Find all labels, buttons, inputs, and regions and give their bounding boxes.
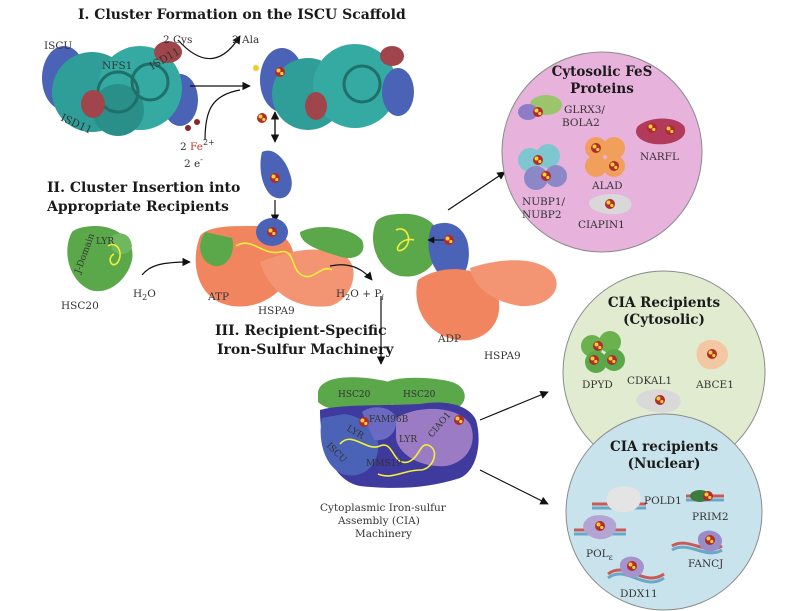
hydrolysis-arrow <box>329 264 373 281</box>
mms19-label: MMS19 <box>366 459 402 469</box>
pold1-protein <box>592 486 646 513</box>
section-machinery-heading-line1: III. Recipient-Specific <box>215 323 387 339</box>
hspa9-atp-complex <box>195 218 364 307</box>
dpyd-protein <box>581 331 625 373</box>
cia-nuclear-title-line1: CIA recipients <box>610 439 718 455</box>
cys-label: 2 Cys <box>163 34 192 46</box>
glrx3-bola2-protein <box>518 95 562 120</box>
cia-lyr-right-label: LYR <box>399 435 417 445</box>
abce1-protein <box>696 339 728 370</box>
cia-nuclear-circle <box>565 413 763 611</box>
hspa9-adp-complex <box>416 260 557 341</box>
pole-label: POLε <box>586 548 613 562</box>
pole-protein <box>574 515 626 540</box>
cytosolic-fes-title-line1: Cytosolic FeS <box>552 64 653 80</box>
abce1-label: ABCE1 <box>695 379 734 391</box>
alad-label: ALAD <box>591 180 623 192</box>
to-cia-cytosolic-arrow <box>479 390 549 421</box>
cia-nuclear-title-line2: (Nuclear) <box>628 456 701 472</box>
cia-machinery-complex <box>318 377 479 488</box>
section-machinery-heading-line2: Iron-Sulfur Machinery <box>217 342 394 358</box>
ddx11-label: DDX11 <box>620 588 658 600</box>
cys-ala-arrow <box>177 35 241 60</box>
free-iscu-with-cluster <box>260 150 292 199</box>
hsc20-chaperone <box>67 226 133 292</box>
cia-hsc20-left-label: HSC20 <box>338 390 371 400</box>
nfs1-label: NFS1 <box>102 60 132 72</box>
fe-electron-arrow <box>204 89 241 141</box>
cia-caption-line3: Machinery <box>355 528 412 540</box>
iscu-label: ISCU <box>44 40 72 52</box>
cytosolic-fes-title-line2: Proteins <box>570 81 634 97</box>
hspa9-label-middle: HSPA9 <box>258 305 295 317</box>
prim2-label: PRIM2 <box>692 511 729 523</box>
electron-label: 2 e- <box>184 155 203 170</box>
narfl-label: NARFL <box>640 151 679 163</box>
ddx11-protein <box>607 556 665 584</box>
to-cia-nuclear-arrow <box>479 469 549 505</box>
narfl-protein <box>635 118 686 145</box>
adp-label: ADP <box>437 333 461 345</box>
cia-hsc20-right-label: HSC20 <box>403 390 436 400</box>
lyr-label-left: LYR <box>96 237 114 247</box>
hspa9-label-right: HSPA9 <box>484 350 521 362</box>
section-formation-heading: I. Cluster Formation on the ISCU Scaffol… <box>78 7 406 23</box>
glrx3-label: GLRX3/ <box>564 104 605 116</box>
dpyd-label: DPYD <box>582 379 613 391</box>
cia-caption-line1: Cytoplasmic Iron-sulfur <box>320 502 447 514</box>
nubp1-label: NUBP1/ <box>522 196 565 208</box>
alad-protein <box>585 137 625 177</box>
section-insertion-heading-line1: II. Cluster Insertion into <box>47 180 240 196</box>
hsc20-binding-arrow <box>141 257 191 276</box>
nubp2-label: NUBP2 <box>522 209 562 221</box>
cdkal1-label: CDKAL1 <box>627 375 672 387</box>
iscu-complex-with-cluster <box>260 44 414 130</box>
fam96b-label: FAM96B <box>369 415 409 425</box>
ciapin1-label: CIAPIN1 <box>578 219 625 231</box>
cdkal1-protein <box>636 389 681 413</box>
fancj-label: FANCJ <box>688 558 723 570</box>
bola2-label: BOLA2 <box>562 117 600 129</box>
hsc20-label-left: HSC20 <box>61 300 99 312</box>
ala-label: 2 Ala <box>232 34 259 46</box>
pold1-label: POLD1 <box>644 495 682 507</box>
to-cytosolic-fes-arrow <box>447 171 506 211</box>
section-insertion-heading-line2: Appropriate Recipients <box>46 199 229 215</box>
nubp1-nubp2-protein <box>518 144 567 190</box>
cia-caption-line2: Assembly (CIA) <box>337 515 420 527</box>
iscu-nfs1-isd11-complex <box>42 41 198 136</box>
prim2-protein <box>686 490 724 502</box>
fancj-protein <box>671 530 723 555</box>
hydrolysis-label: H2O + Pi <box>336 288 384 302</box>
cia-cytosolic-title-line1: CIA Recipients <box>608 295 721 311</box>
cia-cytosolic-title-line2: (Cytosolic) <box>623 312 705 328</box>
water-label: H2O <box>133 288 156 302</box>
iron-label: 2 Fe2+ <box>180 138 215 153</box>
ciapin1-protein <box>589 194 632 215</box>
hsc20-iscu-released-complex <box>373 213 469 282</box>
atp-label: ATP <box>207 291 229 303</box>
